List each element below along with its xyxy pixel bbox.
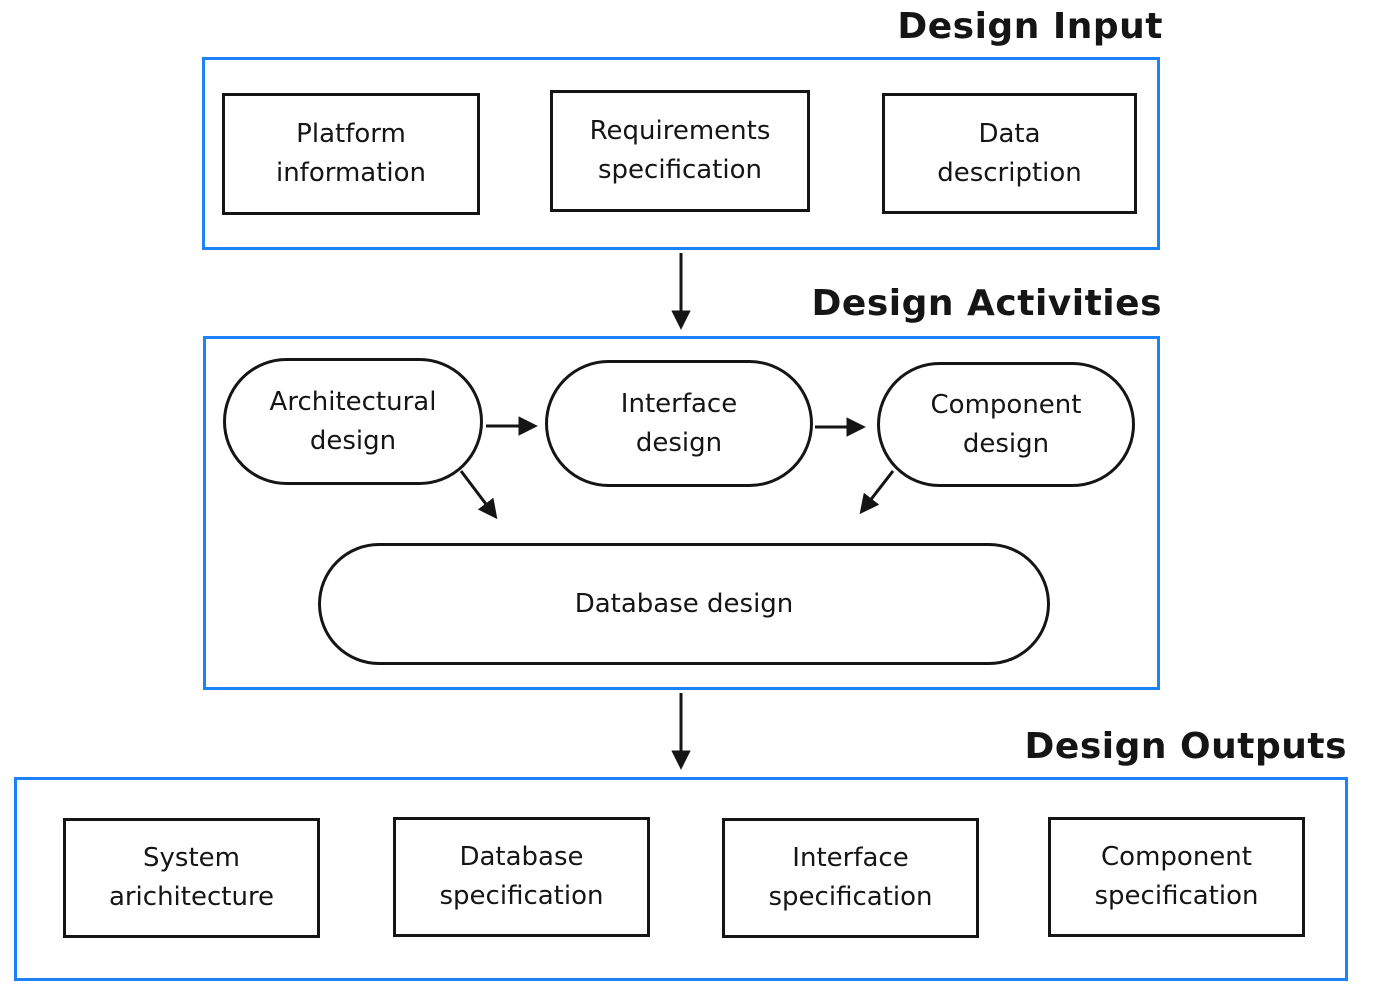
- node-database-design: Database design: [318, 543, 1050, 665]
- node-label: Database design: [574, 588, 794, 619]
- node-database-specification: Database specification: [393, 817, 650, 937]
- node-component-design: Component design: [877, 362, 1135, 487]
- node-label: description: [937, 157, 1082, 188]
- node-interface-design: Interface design: [545, 360, 813, 487]
- section-title-design-activities: Design Activities: [811, 283, 1162, 324]
- design-activities-container: [203, 336, 1160, 690]
- node-label: Component: [1101, 842, 1252, 872]
- node-label: design: [635, 427, 723, 458]
- node-data-description: Data description: [882, 93, 1137, 214]
- node-platform-information: Platform information: [222, 93, 480, 215]
- node-label: arichitecture: [108, 882, 275, 912]
- section-title-design-input: Design Input: [897, 6, 1163, 47]
- design-input-container: [202, 57, 1160, 250]
- node-system-arichitecture: System arichitecture: [63, 818, 320, 938]
- node-architectural-design: Architectural design: [223, 358, 483, 485]
- design-outputs-container: [14, 777, 1348, 981]
- node-label: Interface: [792, 843, 909, 873]
- node-label: specification: [1094, 881, 1259, 911]
- node-component-specification: Component specification: [1048, 817, 1305, 937]
- node-label: Component: [930, 389, 1082, 420]
- node-label: specification: [768, 882, 933, 912]
- section-title-design-outputs: Design Outputs: [1024, 726, 1347, 767]
- node-label: information: [275, 158, 427, 188]
- node-label: Architectural: [269, 386, 437, 417]
- node-label: Data: [978, 118, 1041, 149]
- node-label: specification: [598, 155, 762, 185]
- node-label: design: [962, 428, 1050, 459]
- node-label: specification: [439, 881, 604, 911]
- node-label: Database: [459, 842, 584, 872]
- node-label: Platform: [296, 119, 406, 149]
- node-label: design: [309, 425, 397, 456]
- node-interface-specification: Interface specification: [722, 818, 979, 938]
- node-label: Requirements: [589, 116, 771, 146]
- node-requirements-specification: Requirements specification: [550, 90, 810, 212]
- node-label: Interface: [620, 388, 738, 419]
- node-label: System: [143, 843, 240, 873]
